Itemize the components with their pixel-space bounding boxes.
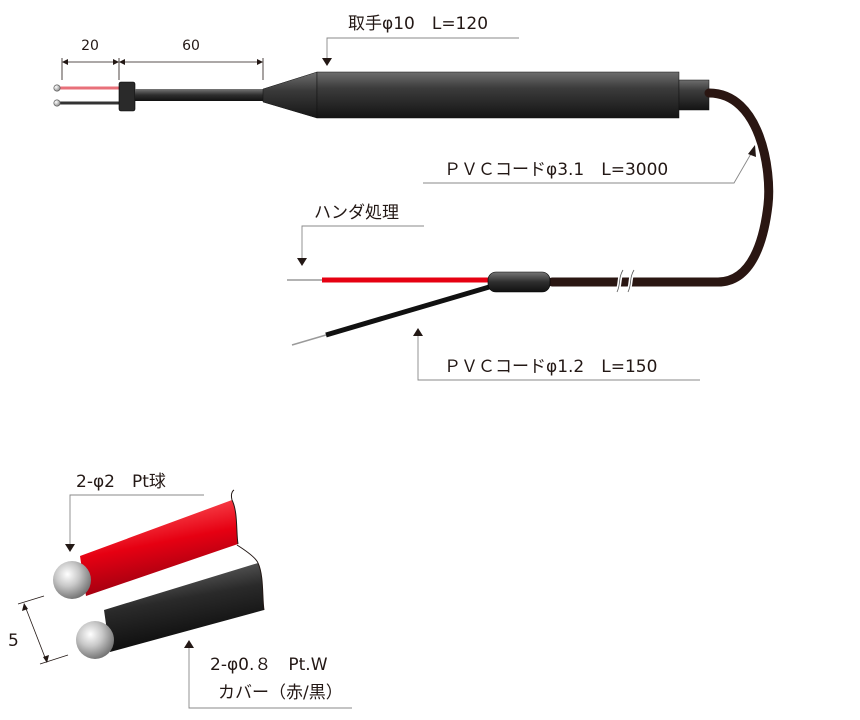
detail-view: 5 2-φ2 Pt球 2-φ0.８ Pt.W カバー（赤/黒）	[8, 472, 352, 709]
wire-label-line1: 2-φ0.８ Pt.W	[210, 655, 328, 675]
detail-black-cover	[104, 563, 264, 652]
handle	[262, 71, 710, 119]
detail-pt-sphere-bottom	[76, 621, 114, 659]
cord-label: ＰＶＣコードφ3.1 L=3000	[444, 160, 668, 180]
sheath-rod	[135, 89, 263, 101]
solder-callout: ハンダ処理	[297, 203, 424, 266]
detail-red-cover	[80, 500, 238, 596]
detail-pt-sphere-top	[53, 561, 91, 599]
sheath-collar	[118, 81, 136, 112]
sphere-label: 2-φ2 Pt球	[76, 472, 166, 492]
split-sleeve	[487, 271, 551, 293]
handle-body	[316, 71, 680, 119]
spacing-ext-top	[17, 595, 45, 605]
lead-length-label: 20	[81, 38, 99, 54]
black-lead-strip	[291, 334, 327, 346]
pvc-cord	[547, 88, 774, 293]
handle-endcap	[678, 79, 710, 111]
handle-label: 取手φ10 L=120	[348, 14, 488, 34]
spacing-ext-bottom	[39, 654, 69, 665]
handle-cone	[262, 71, 318, 119]
cord-callout: ＰＶＣコードφ3.1 L=3000	[423, 145, 756, 184]
probe-tip	[53, 81, 263, 112]
dimension-group: 20 60	[61, 38, 264, 80]
handle-callout: 取手φ10 L=120	[322, 14, 519, 66]
leads-label: ＰＶＣコードφ1.2 L=150	[444, 357, 657, 377]
lead-split	[287, 271, 551, 346]
tip-ball-top	[53, 84, 61, 92]
wire-label-line2: カバー（赤/黒）	[218, 683, 343, 703]
cord-path	[547, 88, 774, 287]
sphere-spacing-label: 5	[8, 631, 19, 651]
leads-callout: ＰＶＣコードφ1.2 L=150	[413, 328, 700, 381]
spacing-dimension-line	[24, 605, 47, 661]
black-lead	[325, 282, 497, 338]
tip-ball-bottom	[53, 99, 61, 107]
solder-label: ハンダ処理	[314, 203, 399, 223]
sheath-length-label: 60	[182, 38, 200, 54]
